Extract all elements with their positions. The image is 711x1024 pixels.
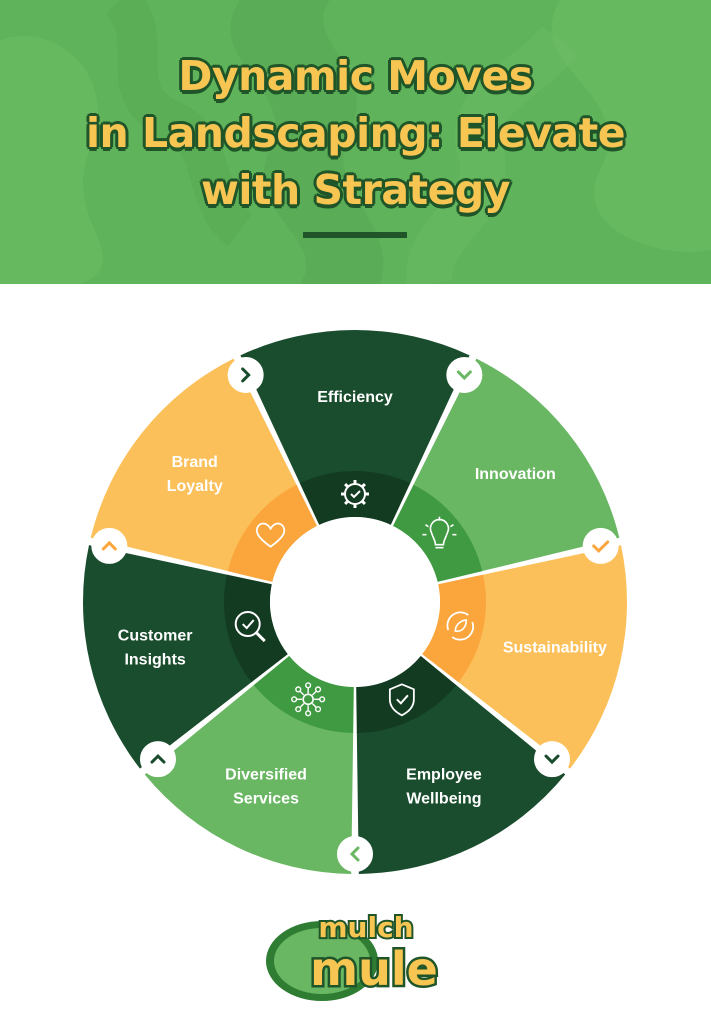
chevron-up-icon xyxy=(150,753,166,764)
arrow-badge-efficiency xyxy=(446,356,483,393)
recycle-leaf-icon xyxy=(446,611,475,641)
segment-inner-efficiency xyxy=(299,471,411,525)
chevron-down-icon xyxy=(456,370,472,381)
lightbulb-icon xyxy=(422,516,457,549)
wheel-center xyxy=(270,517,440,687)
chevron-up-icon xyxy=(101,540,117,551)
segment-label-line: Innovation xyxy=(475,466,556,483)
logo-mule: mule xyxy=(310,942,438,996)
arrow-badge-innovation xyxy=(582,527,619,564)
title-line-1: Dynamic Moves xyxy=(178,52,533,100)
strategy-wheel: EfficiencyInnovationSustainabilityEmploy… xyxy=(82,330,627,874)
segment-label-sustainability: Sustainability xyxy=(503,640,607,657)
segment-outer-sustainability xyxy=(457,545,627,769)
magnifier-check-icon xyxy=(234,611,266,643)
segment-outer-employee-wellbeing xyxy=(356,684,566,874)
segment-label-line: Customer xyxy=(118,628,193,645)
check-chevron-icon xyxy=(592,540,610,554)
segment-label-innovation: Innovation xyxy=(475,466,556,483)
arrow-badge-sustainability xyxy=(534,741,571,778)
title-line-3: with Strategy xyxy=(201,166,511,214)
shield-check-icon xyxy=(388,683,415,717)
segment-inner-employee-wellbeing xyxy=(356,655,457,733)
segment-label-line: Sustainability xyxy=(503,640,607,657)
header-banner: Dynamic Moves in Landscaping: Elevate wi… xyxy=(0,0,711,284)
mulch-mule-logo: mulch mule xyxy=(266,909,440,1001)
segment-sustainability: Sustainability xyxy=(422,545,627,769)
background-blobs xyxy=(0,0,711,284)
segment-outer-customer-insights xyxy=(82,545,253,769)
chevron-right-icon xyxy=(241,367,251,383)
segment-inner-sustainability xyxy=(422,574,486,683)
segment-outer-diversified-services xyxy=(144,684,354,874)
segment-outer-innovation xyxy=(413,358,620,572)
segment-label-line: Wellbeing xyxy=(406,791,481,808)
segment-label-line: Insights xyxy=(124,652,185,669)
arrow-badge-customer-insights xyxy=(91,527,128,564)
gear-check-icon xyxy=(341,480,369,508)
segment-label-line: Diversified xyxy=(225,767,307,784)
segment-label-line: Efficiency xyxy=(317,389,393,406)
logo-mulch: mulch xyxy=(318,911,413,944)
title-underline xyxy=(303,232,407,238)
segment-outer-efficiency xyxy=(240,330,470,485)
chevron-left-icon xyxy=(349,846,360,862)
arrow-badge-employee-wellbeing xyxy=(337,836,373,872)
arrow-badge-brand-loyalty xyxy=(227,356,264,393)
segment-inner-innovation xyxy=(392,484,483,582)
segment-label-line: Employee xyxy=(406,767,482,784)
segment-label-line: Brand xyxy=(172,454,218,471)
segment-inner-customer-insights xyxy=(223,574,288,683)
heart-icon xyxy=(255,522,286,548)
title-line-2: in Landscaping: Elevate xyxy=(86,109,626,157)
arrow-badge-diversified-services xyxy=(139,741,176,778)
segment-inner-brand-loyalty xyxy=(227,484,318,582)
segment-label-line: Services xyxy=(233,791,299,808)
chevron-down-icon xyxy=(544,754,560,765)
segment-innovation: Innovation xyxy=(392,358,620,582)
segment-efficiency: Efficiency xyxy=(240,330,470,525)
network-icon xyxy=(291,682,326,717)
segment-outer-brand-loyalty xyxy=(90,358,297,572)
page-title: Dynamic Moves in Landscaping: Elevate wi… xyxy=(0,48,711,219)
segment-label-efficiency: Efficiency xyxy=(317,389,393,406)
segment-label-line: Loyalty xyxy=(167,478,223,495)
